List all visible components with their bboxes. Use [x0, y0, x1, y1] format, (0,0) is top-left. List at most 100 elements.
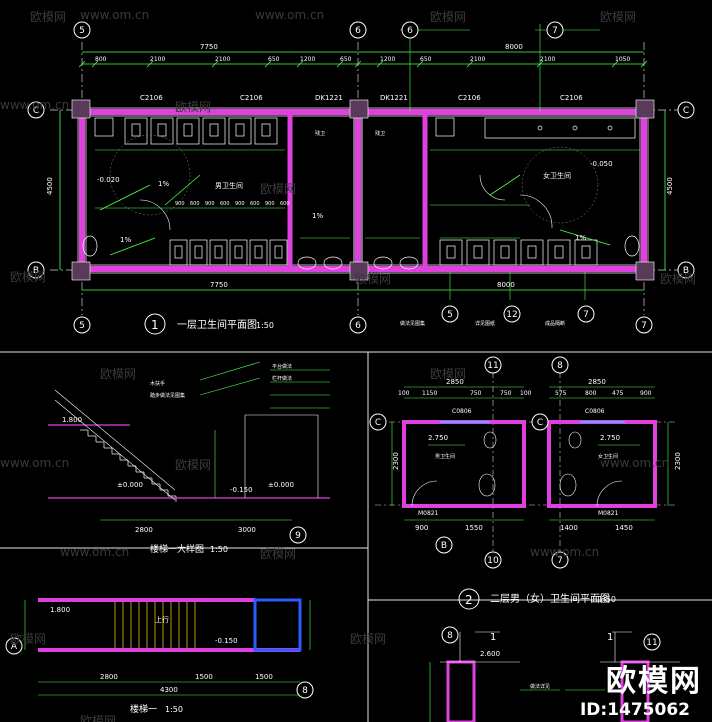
plan1-partition-dim: 600 — [190, 201, 200, 207]
plan2-room-men: 男卫生间 — [435, 453, 455, 460]
plan2-left-seg: 750 — [470, 390, 482, 397]
stair-plan — [24, 598, 311, 696]
detail-note: 做法详见 — [530, 683, 550, 690]
plan2-height-left: 2300 — [392, 452, 400, 470]
stair-level-0: ±0.000 — [117, 481, 143, 489]
watermark-brand: 欧模网 — [260, 547, 297, 561]
plan2-bottom-dim-3: 1400 — [560, 524, 578, 532]
watermark-site: www.om.cn — [0, 98, 70, 112]
stair-level-neg: -0.150 — [230, 486, 253, 494]
plan2-left-seg: 1150 — [422, 390, 437, 397]
stair-note-2: 踏步做法见图集 — [150, 392, 185, 399]
axis-bubble-10-label: 10 — [487, 556, 499, 566]
plan2-left-seg: 100 — [398, 390, 410, 397]
plan2-right-seg: 475 — [612, 390, 624, 397]
axis-bubble-ref-3-label: 7 — [583, 310, 589, 320]
plan1-window-3: DK1221 — [315, 94, 343, 102]
plan1-note-2: 详见图纸 — [475, 320, 495, 327]
plan2-level-left: 2.750 — [428, 434, 448, 442]
plan1-bottom-left: 7750 — [210, 281, 228, 289]
plan1-segment-dim: 2100 — [540, 56, 555, 63]
axis-bubble-c-p2-right-label: C — [537, 418, 543, 428]
plan2-right-seg: 800 — [585, 390, 597, 397]
plan1-overall-right: 8000 — [505, 43, 523, 51]
plan1-note-3: 成品隔断 — [545, 320, 565, 327]
axis-bubble-6b-top-label: 6 — [407, 26, 413, 36]
axis-bubble-7-bottom-label: 7 — [641, 321, 647, 331]
axis-bubble-c-right: C — [677, 101, 695, 119]
plan1-title: 一层卫生间平面图 — [177, 318, 257, 331]
plan1-segment-dim: 1050 — [615, 56, 630, 63]
plan2-left-overall: 2850 — [446, 378, 464, 386]
plan1-elev-2: -0.050 — [590, 160, 613, 168]
plan1-window-1: C2106 — [140, 94, 163, 102]
watermark-brand: 欧模网 — [430, 367, 467, 381]
plan1-segment-dim: 800 — [95, 56, 107, 63]
axis-bubble-8-label: 8 — [557, 361, 563, 371]
stair-plan-scale: 1:50 — [165, 705, 183, 714]
plan1-segment-dim: 650 — [420, 56, 432, 63]
plan1-scale: 1:50 — [256, 321, 274, 330]
watermark-brand: 欧模网 — [350, 632, 387, 646]
plan1-partition-dim: 900 — [175, 201, 185, 207]
watermark-site: www.om.cn — [80, 8, 150, 22]
plan2-bottom-dim-4: 1450 — [615, 524, 633, 532]
watermark-brand: 欧模网 — [260, 182, 297, 196]
plan1-bottom-right: 8000 — [497, 281, 515, 289]
plan2-window-right: C0806 — [585, 408, 605, 415]
stair-plan-dim-1: 2800 — [100, 673, 118, 681]
watermark-brand: 欧模网 — [175, 100, 212, 114]
stair-note-3: 平台做法 — [272, 363, 292, 370]
axis-bubble-b-left: B — [27, 261, 45, 279]
plan1-left-dim: 4500 — [46, 177, 54, 195]
plan1-elev-1: -0.020 — [97, 176, 120, 184]
plan1-segment-dim: 650 — [268, 56, 280, 63]
detail-index-2: 1 — [607, 632, 613, 643]
axis-bubble-c-p2-right: C — [531, 413, 549, 431]
plan2-left-seg: 750 — [500, 390, 512, 397]
axis-bubble-6-top-label: 6 — [355, 26, 361, 36]
plan1-window-5: C2106 — [458, 94, 481, 102]
axis-bubble-a: A — [5, 637, 23, 655]
axis-bubble-8-stair-label: 8 — [302, 686, 308, 696]
plan2-door-left: M0821 — [418, 510, 439, 517]
axis-bubble-7-p2: 7 — [551, 551, 569, 569]
axis-bubble-ref-1-label: 5 — [447, 310, 453, 320]
plan2-index: 2 — [465, 593, 473, 607]
axis-bubble-10: 10 — [484, 551, 502, 569]
axis-bubble-ref-2: 12 — [503, 305, 521, 323]
axis-bubble-b-left-label: B — [33, 266, 39, 276]
watermark-brand: 欧模网 — [10, 270, 47, 284]
stair-note-1: 木扶手 — [150, 380, 165, 387]
plan2-floor-plan — [375, 372, 675, 560]
axis-bubble-5-top: 5 — [73, 21, 91, 39]
stair-level-0b: ±0.000 — [268, 481, 294, 489]
axis-bubble-c-p2-left: C — [369, 413, 387, 431]
plan1-segment-dim: 2100 — [215, 56, 230, 63]
axis-bubble-6-top: 6 — [349, 21, 367, 39]
axis-bubble-7-top: 7 — [546, 21, 564, 39]
plan1-partition-dim: 900 — [265, 201, 275, 207]
plan1-floor-plan — [50, 24, 690, 315]
plan1-slope-2: 1% — [120, 236, 131, 244]
plan1-room-acc-1: 残卫 — [315, 130, 325, 137]
axis-bubble-5-top-label: 5 — [79, 26, 85, 36]
plan1-partition-dim: 600 — [250, 201, 260, 207]
plan1-partition-dim: 600 — [220, 201, 230, 207]
plan1-room-men: 男卫生间 — [215, 181, 243, 190]
watermark-brand: 欧模网 — [430, 10, 467, 24]
plan1-note-1: 做法见图集 — [400, 320, 425, 327]
stair-plan-level-2: -0.150 — [215, 637, 238, 645]
axis-bubble-a-label: A — [11, 642, 18, 652]
plan1-window-4: DK1221 — [380, 94, 408, 102]
brand-logo-text: 欧模网 — [606, 664, 702, 699]
stair-level-1: 1.800 — [62, 416, 82, 424]
plan1-segment-dim: 1200 — [300, 56, 315, 63]
plan1-segment-dim: 1200 — [380, 56, 395, 63]
axis-bubble-b-p2: B — [435, 536, 453, 554]
watermark-site: www.om.cn — [530, 545, 600, 559]
plan2-height-right: 2300 — [674, 452, 682, 470]
plan2-room-women: 女卫生间 — [598, 453, 618, 460]
